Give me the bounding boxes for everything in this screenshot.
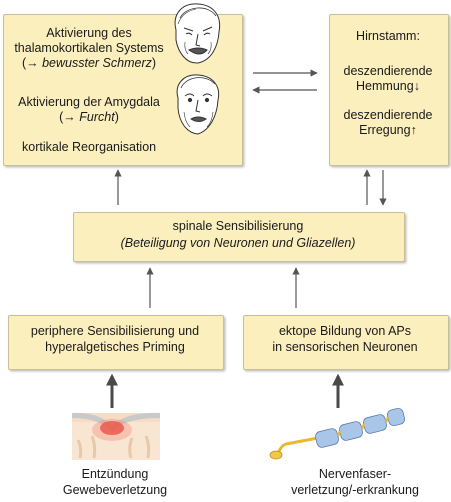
thalamocortical-label-2: thalamokortikalen Systems — [14, 41, 164, 55]
brainstem-box — [329, 14, 449, 166]
excitation-label: Erregung↑ — [359, 123, 417, 137]
spinal-box — [73, 212, 405, 262]
nerve-caption-1: Nervenfaser- — [318, 467, 392, 481]
conscious-pain-label: (→ bewusster Schmerz) — [21, 56, 157, 70]
brainstem-title: Hirnstamm: — [356, 29, 420, 43]
fear-face-icon — [176, 74, 220, 135]
fear-label: (→ Furcht) — [59, 110, 119, 124]
arrow-right-icon: → — [26, 56, 43, 70]
inflammation-caption-2: Gewebeverletzung — [62, 483, 168, 497]
inhibition-label: Hemmung↓ — [356, 79, 420, 93]
cortical-reorganisation-label: kortikale Reorganisation — [22, 140, 157, 154]
peripheral-label-1: periphere Sensibilisierung und — [30, 324, 200, 338]
descending-label-1: deszendierende — [343, 64, 433, 78]
descending-label-2: deszendierende — [343, 108, 433, 122]
ectopic-label-1: ektope Bildung von APs — [278, 324, 412, 338]
spinal-sensitization-label: spinale Sensibilisierung — [172, 219, 304, 233]
pain-face-icon — [174, 3, 221, 64]
arrow-right-icon: → — [63, 110, 80, 124]
ectopic-box — [243, 315, 449, 370]
peripheral-box — [8, 315, 224, 370]
amygdala-label: Aktivierung der Amygdala — [18, 95, 160, 109]
arrow-down-icon: ↓ — [413, 79, 420, 93]
inflamed-tissue-icon — [72, 412, 160, 460]
inflammation-caption-1: Entzündung — [81, 467, 149, 481]
arrow-up-icon: ↑ — [410, 123, 417, 137]
ectopic-label-2: in sensorischen Neuronen — [272, 340, 418, 354]
spinal-detail-label: (Beteiligung von Neuronen und Gliazellen… — [120, 236, 356, 250]
nerve-caption-2: verletzung/-erkrankung — [291, 483, 419, 497]
thalamocortical-label-1: Aktivierung des — [46, 26, 132, 40]
nerve-fiber-icon — [269, 407, 406, 460]
peripheral-label-2: hyperalgetisches Priming — [45, 340, 185, 354]
